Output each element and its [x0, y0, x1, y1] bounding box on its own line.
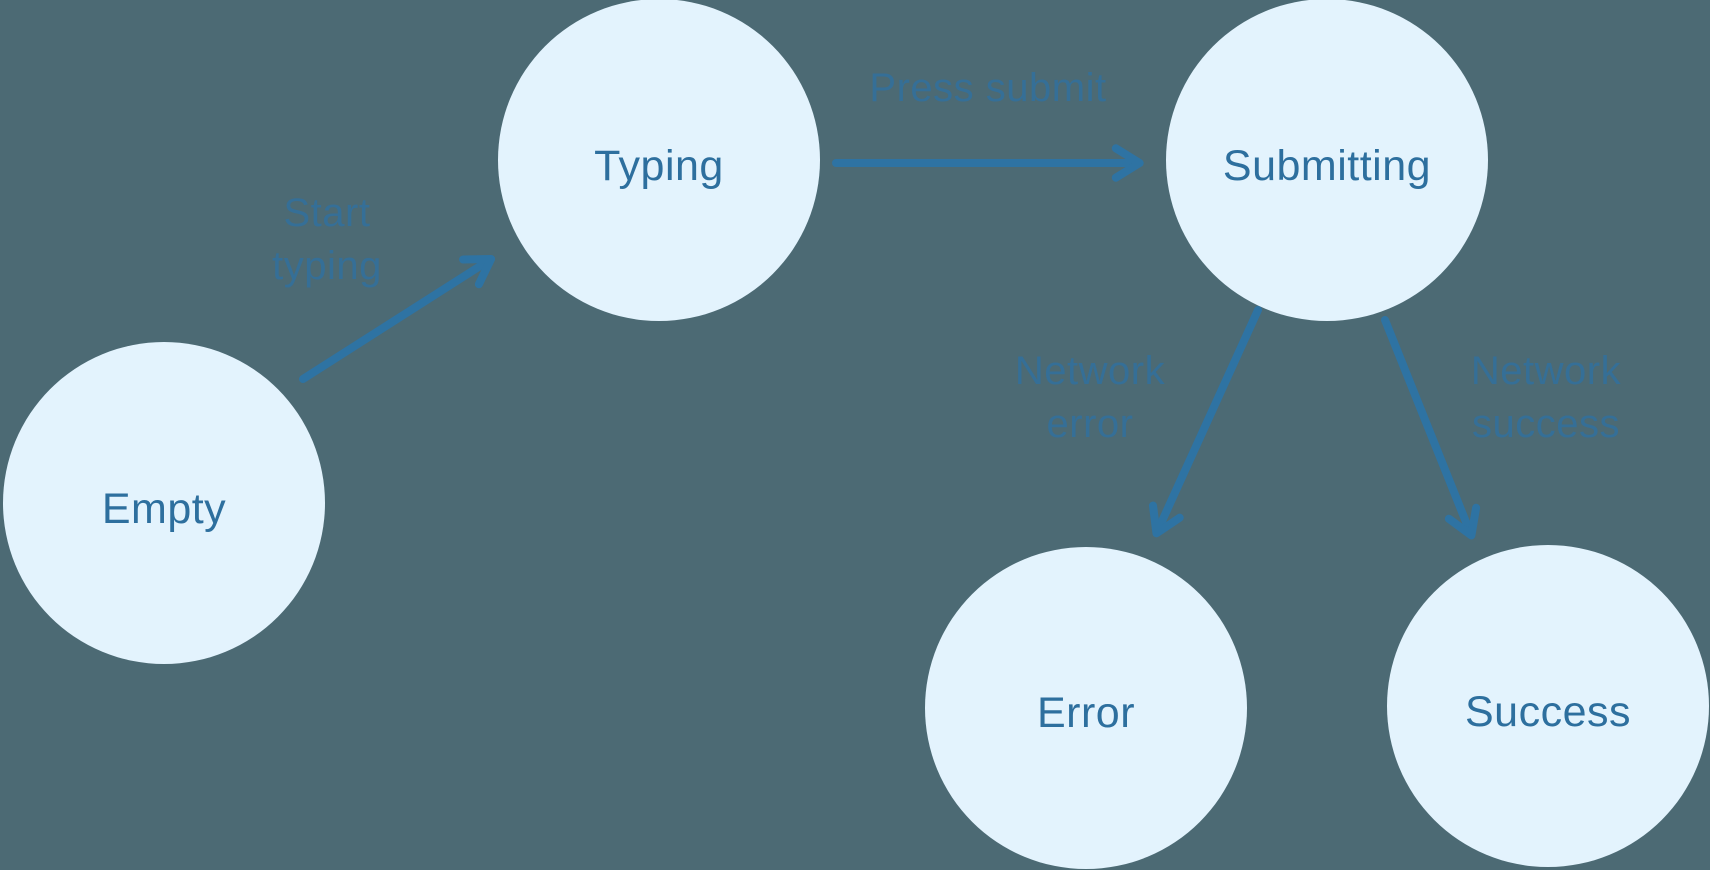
state-circle-typing: [498, 0, 820, 321]
state-circle-error: [925, 547, 1247, 869]
state-circle-success: [1387, 545, 1709, 867]
state-label-error: Error: [1037, 689, 1135, 737]
state-label-submitting: Submitting: [1223, 142, 1431, 190]
edge-submitting-to-success: Network success: [1381, 316, 1622, 540]
state-circle-submitting: [1166, 0, 1488, 321]
state-label-success: Success: [1465, 688, 1631, 736]
state-label-empty: Empty: [102, 485, 226, 533]
edge-label-network-error-line1: Network: [1015, 349, 1166, 393]
edge-empty-to-typing: Start typing: [272, 191, 496, 383]
edge-label-network-success-line1: Network: [1471, 349, 1622, 393]
state-node-empty: Empty: [3, 342, 325, 664]
edge-label-start-typing-line1: Start: [284, 191, 371, 235]
edge-arrow-network-error: [1148, 306, 1262, 538]
edge-label-start-typing-line2: typing: [272, 244, 382, 288]
state-label-typing: Typing: [594, 142, 724, 190]
edge-label-network-success-line2: success: [1472, 402, 1620, 446]
edge-arrow-network-success: [1381, 316, 1481, 540]
edge-label-press-submit: Press submit: [869, 66, 1106, 110]
state-node-typing: Typing: [498, 0, 820, 321]
edge-label-network-error-line2: error: [1047, 402, 1134, 446]
state-circle-empty: [3, 342, 325, 664]
edge-typing-to-submitting: Press submit: [832, 66, 1144, 182]
state-node-error: Error: [925, 547, 1247, 869]
edge-submitting-to-error: Network error: [1015, 306, 1262, 538]
state-node-submitting: Submitting: [1166, 0, 1488, 321]
edge-arrow-start-typing: [299, 254, 496, 383]
state-node-success: Success: [1387, 545, 1709, 867]
